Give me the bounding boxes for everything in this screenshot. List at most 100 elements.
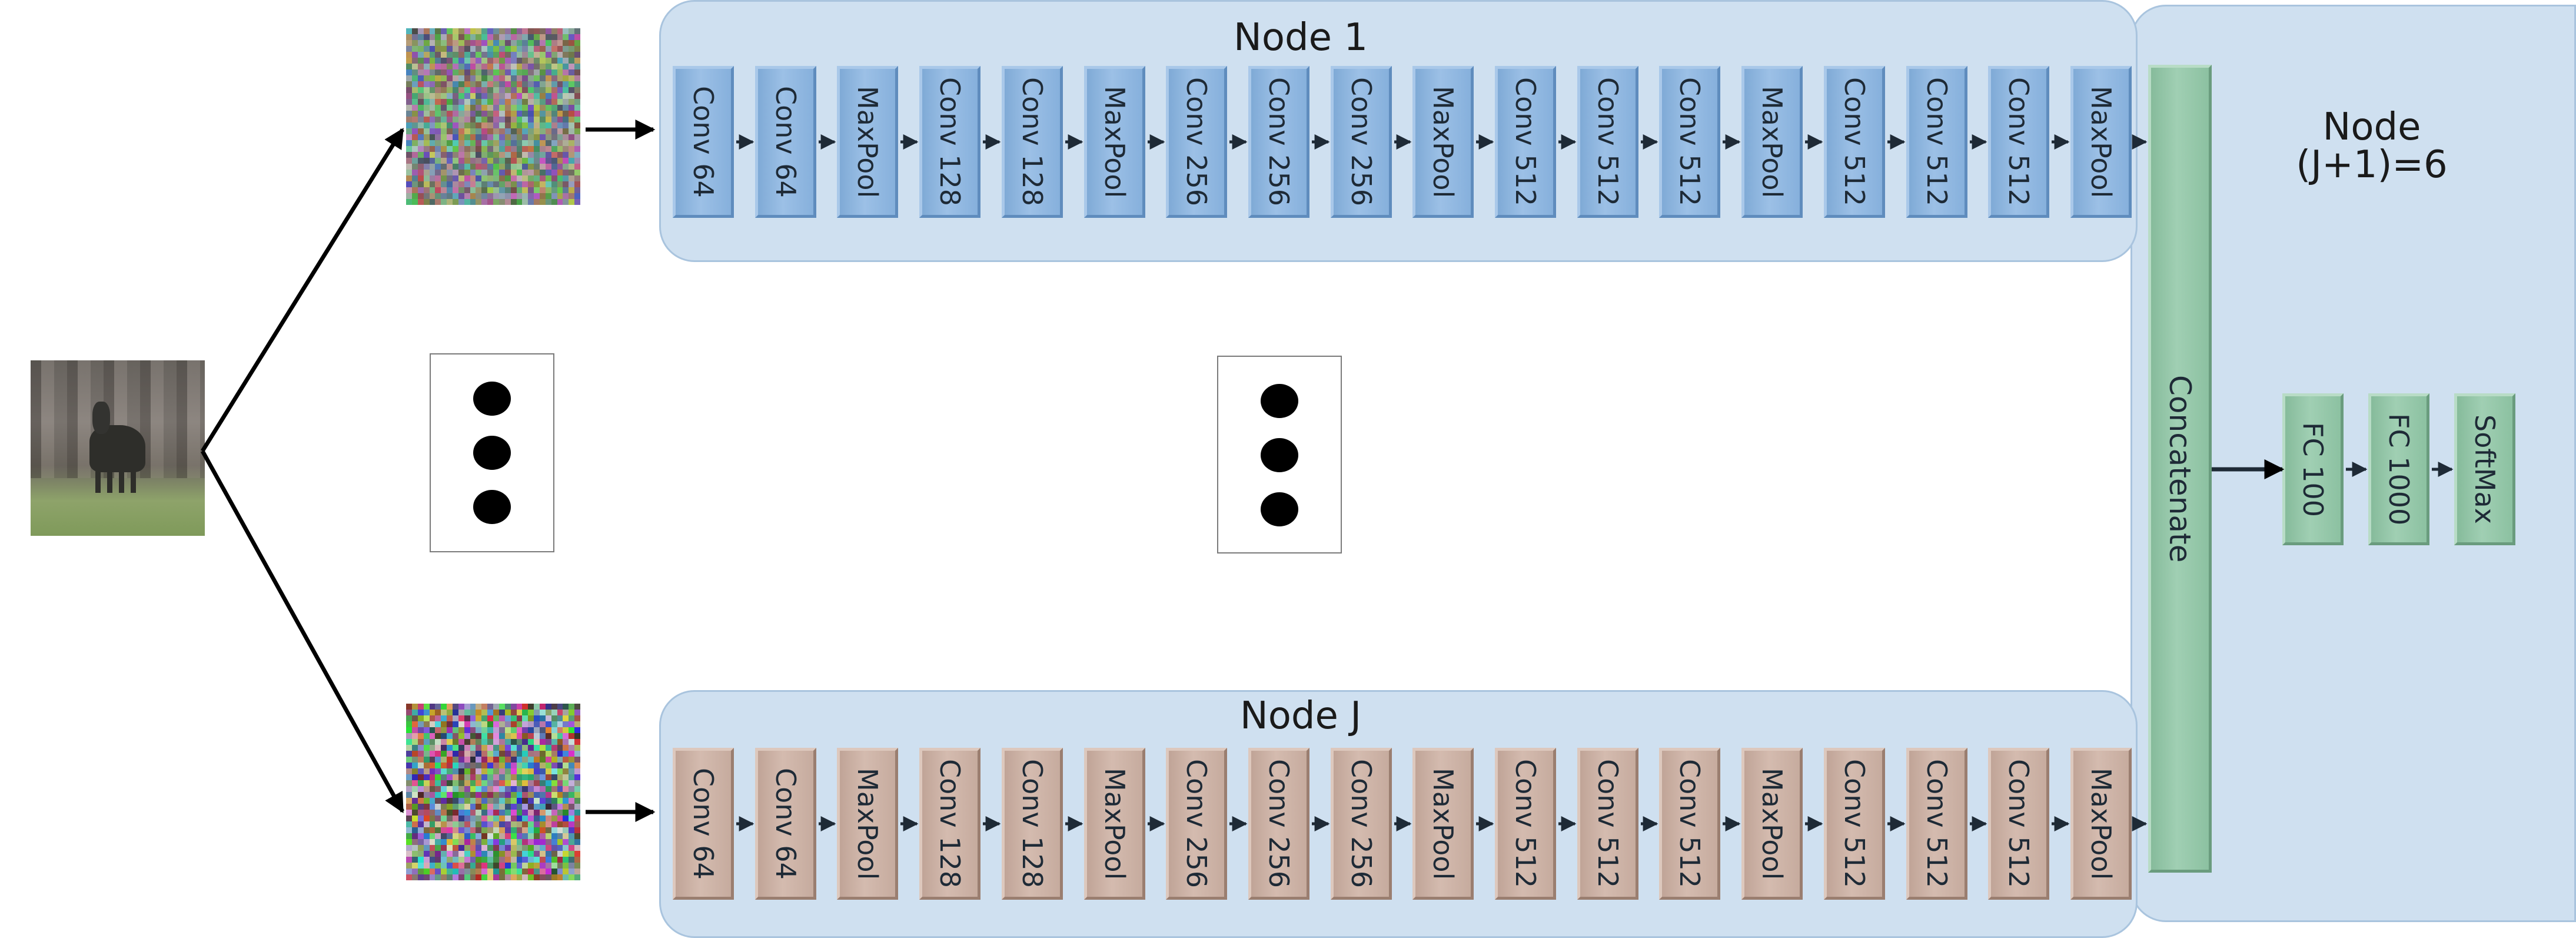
- node-1-layer-label: MaxPool: [1427, 85, 1459, 198]
- node-j-layer-label: Conv 512: [1592, 759, 1624, 889]
- node-1-layer: MaxPool: [1741, 66, 1803, 218]
- node-j-layer-label: Conv 256: [1345, 759, 1377, 889]
- node-1-layer-label: Conv 512: [1510, 77, 1541, 207]
- node-j-layer-label: MaxPool: [1756, 767, 1788, 880]
- node-1-layer: MaxPool: [1412, 66, 1474, 218]
- node-j-layer-label: Conv 256: [1181, 759, 1212, 889]
- node-j-layer: Conv 64: [755, 748, 816, 900]
- layer-connector-arrows: [736, 134, 2454, 831]
- node-1-layer: Conv 128: [919, 66, 980, 218]
- node-1-layer-label: Conv 256: [1345, 77, 1377, 207]
- arrow-to-node-1: [201, 128, 404, 452]
- node-1-layer: Conv 512: [1495, 66, 1556, 218]
- node-1-layer: Conv 512: [1824, 66, 1885, 218]
- ellipsis-dot: [473, 382, 511, 416]
- node-1-title: Node 1: [1233, 16, 1368, 59]
- node-j-layer-label: Conv 64: [770, 768, 802, 880]
- node-j-layer: Conv 128: [919, 748, 980, 900]
- node-j-layer: MaxPool: [1741, 748, 1803, 900]
- ellipsis-dot: [473, 490, 511, 524]
- input-split-arrows: [200, 120, 2285, 822]
- deer-legs: [95, 469, 137, 493]
- ellipsis-dot: [1261, 384, 1298, 418]
- node-j-layer-label: Conv 64: [687, 768, 719, 880]
- node-1-layer: Conv 512: [1906, 66, 1967, 218]
- node-j-layer-label: Conv 512: [2003, 759, 2035, 889]
- noisy-image-node-1: [406, 28, 580, 205]
- node-j-layer-label: Conv 256: [1263, 759, 1295, 889]
- ellipsis-box-nodes: [430, 353, 554, 552]
- server-head-layer-label: SoftMax: [2469, 415, 2501, 524]
- node-1-layer: Conv 256: [1331, 66, 1392, 218]
- node-j-layer: Conv 256: [1248, 748, 1309, 900]
- node-j-layer: Conv 512: [1659, 748, 1720, 900]
- node-1-layer: Conv 512: [1988, 66, 2049, 218]
- node-1-layer: Conv 512: [1577, 66, 1638, 218]
- input-image: [31, 360, 205, 536]
- node-1-layer-label: Conv 512: [1921, 77, 1953, 207]
- node-1-layer: Conv 256: [1166, 66, 1227, 218]
- node-j-layer-label: Conv 512: [1674, 759, 1706, 889]
- node-1-layer: MaxPool: [837, 66, 898, 218]
- node-j-layer: Conv 512: [1988, 748, 2049, 900]
- node-j-layer-label: MaxPool: [852, 767, 883, 880]
- ellipsis-box-layers: [1217, 356, 1342, 553]
- node-1-layer-label: MaxPool: [852, 85, 883, 198]
- node-j-title: Node J: [1239, 694, 1362, 738]
- node-1-layer: Conv 128: [1002, 66, 1063, 218]
- node-j-layer: MaxPool: [2070, 748, 2132, 900]
- node-j-layer: Conv 256: [1331, 748, 1392, 900]
- arrow-to-node-j: [200, 450, 405, 813]
- node-j-layer-label: MaxPool: [2085, 767, 2117, 880]
- node-j-layer-label: MaxPool: [1099, 767, 1131, 880]
- node-1-layer: Conv 64: [755, 66, 816, 218]
- node-j-layer-label: MaxPool: [1427, 767, 1459, 880]
- node-j-layer: Conv 512: [1824, 748, 1885, 900]
- node-j-layer: Conv 512: [1906, 748, 1967, 900]
- node-1-layer: Conv 64: [673, 66, 734, 218]
- node-1-layer-label: Conv 256: [1181, 77, 1212, 207]
- node-j-layer: Conv 256: [1166, 748, 1227, 900]
- server-head-layer: FC 1000: [2368, 393, 2429, 545]
- server-head-layer-label: FC 1000: [2383, 413, 2415, 526]
- node-j-layer: Conv 128: [1002, 748, 1063, 900]
- node-j-layer: Conv 512: [1495, 748, 1556, 900]
- ellipsis-dot: [1261, 438, 1298, 472]
- node-1-layer: Conv 512: [1659, 66, 1720, 218]
- node-1-layer-label: MaxPool: [1099, 85, 1131, 198]
- node-j-layer: Conv 64: [673, 748, 734, 900]
- node-1-layer-label: Conv 64: [687, 86, 719, 198]
- node-j-layer: MaxPool: [837, 748, 898, 900]
- node-1-layer-label: Conv 256: [1263, 77, 1295, 207]
- node-1-layer-label: Conv 512: [1839, 77, 1870, 207]
- node-j-layer-label: Conv 128: [934, 759, 966, 889]
- concatenate-layer: Concatenate: [2148, 65, 2212, 873]
- node-j-layer: Conv 512: [1577, 748, 1638, 900]
- node-j-layer-label: Conv 512: [1839, 759, 1870, 889]
- node-1-panel: [659, 0, 2138, 262]
- node-j-layer-label: Conv 512: [1921, 759, 1953, 889]
- node-1-layer: Conv 256: [1248, 66, 1309, 218]
- node-j-layer-label: Conv 128: [1016, 759, 1048, 889]
- concatenate-label: Concatenate: [2163, 374, 2197, 563]
- node-1-layer-label: Conv 64: [770, 86, 802, 198]
- node-1-layer-label: Conv 128: [934, 77, 966, 207]
- node-j-layer: MaxPool: [1084, 748, 1145, 900]
- node-1-layer-label: MaxPool: [1756, 85, 1788, 198]
- node-1-layer: MaxPool: [1084, 66, 1145, 218]
- node-1-layer-label: Conv 512: [2003, 77, 2035, 207]
- node-1-layer: MaxPool: [2070, 66, 2132, 218]
- ellipsis-dot: [473, 436, 511, 470]
- node-1-layer-label: Conv 128: [1016, 77, 1048, 207]
- server-node-title: Node (J+1)=6: [2296, 105, 2448, 187]
- ellipsis-dot: [1261, 492, 1298, 526]
- deer-neck: [92, 402, 110, 434]
- server-head-layer: SoftMax: [2454, 393, 2515, 545]
- node-1-layer-label: Conv 512: [1674, 77, 1706, 207]
- noisy-image-node-j: [406, 704, 580, 880]
- node-1-layer-label: Conv 512: [1592, 77, 1624, 207]
- server-head-layer-label: FC 100: [2297, 422, 2329, 517]
- node-1-layer-label: MaxPool: [2085, 85, 2117, 198]
- node-j-layer-label: Conv 512: [1510, 759, 1541, 889]
